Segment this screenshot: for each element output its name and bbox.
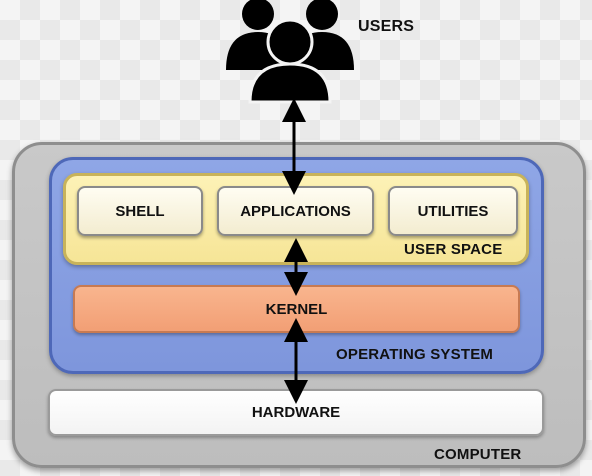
- kernel-box: KERNEL: [73, 285, 520, 333]
- users-group-icon: [226, 0, 354, 104]
- users-label: USERS: [358, 18, 415, 35]
- user-space-label: USER SPACE: [404, 241, 503, 258]
- applications-box: APPLICATIONS: [217, 186, 374, 236]
- utilities-box: UTILITIES: [388, 186, 518, 236]
- hardware-box: HARDWARE: [48, 389, 544, 436]
- shell-box: SHELL: [77, 186, 203, 236]
- operating-system-label: OPERATING SYSTEM: [336, 346, 494, 363]
- computer-label: COMPUTER: [434, 446, 522, 463]
